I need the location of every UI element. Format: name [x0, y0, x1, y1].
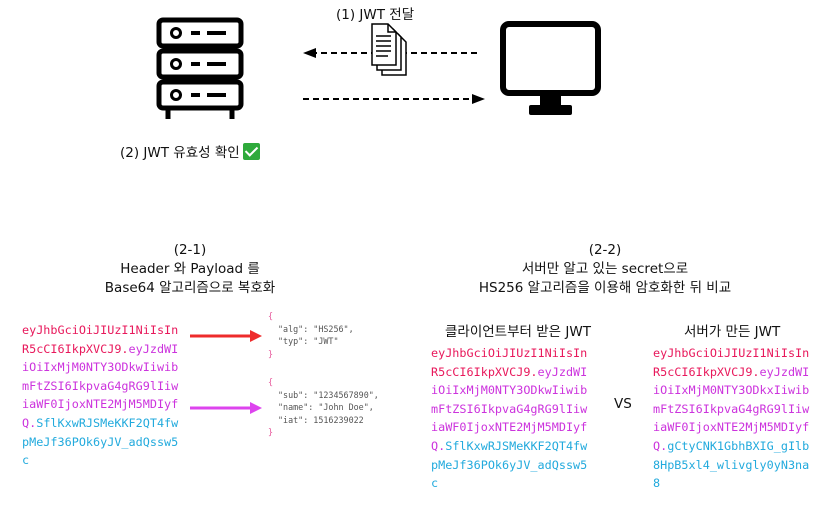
- token-signature-segment: SflKxwRJSMeKKF2QT4fw: [445, 438, 588, 453]
- token-header-segment: eyJhbGciOiJIUzI1NiIsIn: [431, 346, 588, 360]
- token-signature-segment: 8HpB5xl4_wlivgly0yN3na: [653, 457, 810, 472]
- token-line: R5cCI6IkpXVCJ9.eyJzdWI: [22, 340, 178, 359]
- token-signature-segment: pMeJf36POk6yJV_adQssw5: [22, 434, 179, 449]
- section-left-heading: (2-1) Header 와 Payload 를 Base64 알고리즘으로 복…: [40, 241, 340, 298]
- step2-label: (2) JWT 유효성 확인: [120, 141, 260, 161]
- section-left-step: (2-1): [173, 242, 207, 258]
- section-right-line2: 서버만 알고 있는 secret으로: [521, 261, 689, 277]
- decoded-payload: { "sub": "1234567890", "name": "John Doe",…: [268, 376, 379, 439]
- token-payload-segment: eyJzdWI: [537, 364, 588, 379]
- token-payload-segment: mFtZSI6IkpvaG4gRG9lIiw: [653, 401, 810, 416]
- token-line: 8: [653, 474, 809, 493]
- section-left-line3: Base64 알고리즘으로 복호화: [104, 280, 276, 296]
- token-payload-segment: Q.: [431, 438, 446, 453]
- token-payload-segment: iOiIxMjM0NTY3ODkwIiwib: [22, 360, 179, 375]
- token-header-segment: R5cCI6IkpXVCJ9.: [22, 341, 129, 356]
- token-payload-segment: mFtZSI6IkpvaG4gRG9lIiw: [431, 401, 588, 416]
- token-line: iOiIxMjM0NTY3ODkwIiwib: [431, 381, 587, 400]
- decoded-payload-line: "name": "John Doe",: [278, 402, 374, 412]
- token-payload-segment: iaWF0IjoxNTE2MjM5MDIyf: [431, 420, 588, 435]
- decoded-header: { "alg": "HS256", "typ": "JWT"}: [268, 310, 354, 360]
- decoded-header-open: {: [268, 311, 274, 321]
- decoded-header-line: "typ": "JWT": [278, 336, 339, 346]
- token-line: pMeJf36POk6yJV_adQssw5: [22, 433, 178, 452]
- arrow-to-client: [303, 94, 485, 104]
- monitor-icon: [500, 21, 601, 115]
- token-header-segment: R5cCI6IkpXVCJ9.: [431, 364, 538, 379]
- token-signature-segment: pMeJf36POk6yJV_adQssw5: [431, 457, 588, 472]
- arrow-payload-decode: [190, 402, 262, 414]
- decoded-header-line: "alg": "HS256",: [278, 323, 354, 334]
- decoded-header-close: }: [268, 348, 274, 359]
- token-header-segment: eyJhbGciOiJIUzI1NiIsIn: [653, 346, 810, 360]
- token-payload-segment: Q.: [22, 415, 37, 430]
- token-signature-segment: SflKxwRJSMeKKF2QT4fw: [36, 415, 179, 430]
- top-diagram: [156, 17, 601, 119]
- token-line: iOiIxMjM0NTY3ODkwIiwib: [22, 358, 178, 377]
- token-line: mFtZSI6IkpvaG4gRG9lIiw: [653, 400, 809, 419]
- step1-label: (1) JWT 전달: [336, 7, 415, 23]
- token-payload-segment: iaWF0IjoxNTE2MjM5MDIyf: [22, 397, 179, 412]
- decoded-payload-line: "sub": "1234567890",: [278, 389, 379, 400]
- token-line: eyJhbGciOiJIUzI1NiIsIn: [22, 321, 178, 340]
- token-payload-segment: Q.: [653, 438, 668, 453]
- token-line: iOiIxMjM0NTY3ODkxIiwib: [653, 381, 809, 400]
- token-line: iaWF0IjoxNTE2MjM5MDIyf: [431, 418, 587, 437]
- section-right-heading: (2-2) 서버만 알고 있는 secret으로 HS256 알고리즘을 이용해…: [440, 241, 770, 298]
- token-payload-segment: eyJzdWI: [759, 364, 810, 379]
- token-header-segment: eyJhbGciOiJIUzI1NiIsIn: [22, 323, 179, 337]
- token-line: Q.SflKxwRJSMeKKF2QT4fw: [431, 437, 587, 456]
- token-payload-segment: iOiIxMjM0NTY3ODkxIiwib: [653, 383, 810, 398]
- section-left-line2: Header 와 Payload 를: [120, 261, 260, 277]
- token-line: iaWF0IjoxNTE2MjM5MDIyf: [653, 418, 809, 437]
- token-line: c: [431, 474, 587, 493]
- token-line: iaWF0IjoxNTE2MjM5MDIyf: [22, 395, 178, 414]
- document-icon: [371, 23, 407, 76]
- token-line: eyJhbGciOiJIUzI1NiIsIn: [653, 344, 809, 363]
- token-line: mFtZSI6IkpvaG4gRG9lIiw: [431, 400, 587, 419]
- token-signature-segment: c: [22, 453, 30, 468]
- token-payload-segment: iaWF0IjoxNTE2MjM5MDIyf: [653, 420, 810, 435]
- decoded-payload-line: "iat": 1516239022: [278, 414, 364, 425]
- token-line: Q.gCtyCNK1GbhBXIG_gIlb: [653, 437, 809, 456]
- token-line: pMeJf36POk6yJV_adQssw5: [431, 456, 587, 475]
- token-payload-segment: iOiIxMjM0NTY3ODkwIiwib: [431, 383, 588, 398]
- token-line: mFtZSI6IkpvaG4gRG9lIiw: [22, 377, 178, 396]
- decoded-payload-open: {: [268, 377, 274, 387]
- section-right-step: (2-2): [588, 242, 622, 258]
- token-line: R5cCI6IkpXVCJ9.eyJzdWI: [431, 363, 587, 382]
- decoded-payload-close: }: [268, 427, 274, 437]
- token-line: 8HpB5xl4_wlivgly0yN3na: [653, 456, 809, 475]
- server-icon: [156, 17, 244, 119]
- token-payload-segment: eyJzdWI: [128, 341, 179, 356]
- vs-label: VS: [614, 396, 632, 412]
- token-signature-segment: 8: [653, 476, 661, 491]
- check-icon: [242, 143, 260, 160]
- token-line: eyJhbGciOiJIUzI1NiIsIn: [431, 344, 587, 363]
- client-token-title: 클라이언트부터 받은 JWT: [445, 324, 591, 340]
- token-line: Q.SflKxwRJSMeKKF2QT4fw: [22, 414, 178, 433]
- token-signature-segment: c: [431, 476, 439, 491]
- server-token-title: 서버가 만든 JWT: [684, 324, 781, 340]
- token-signature-segment: gCtyCNK1GbhBXIG_gIlb: [667, 438, 810, 453]
- section-right-line3: HS256 알고리즘을 이용해 암호화한 뒤 비교: [478, 280, 732, 296]
- token-payload-segment: mFtZSI6IkpvaG4gRG9lIiw: [22, 378, 179, 393]
- token-line: R5cCI6IkpXVCJ9.eyJzdWI: [653, 363, 809, 382]
- step2-text: (2) JWT 유효성 확인: [120, 145, 240, 161]
- token-line: c: [22, 451, 178, 470]
- token-header-segment: R5cCI6IkpXVCJ9.: [653, 364, 760, 379]
- arrow-header-decode: [190, 330, 262, 342]
